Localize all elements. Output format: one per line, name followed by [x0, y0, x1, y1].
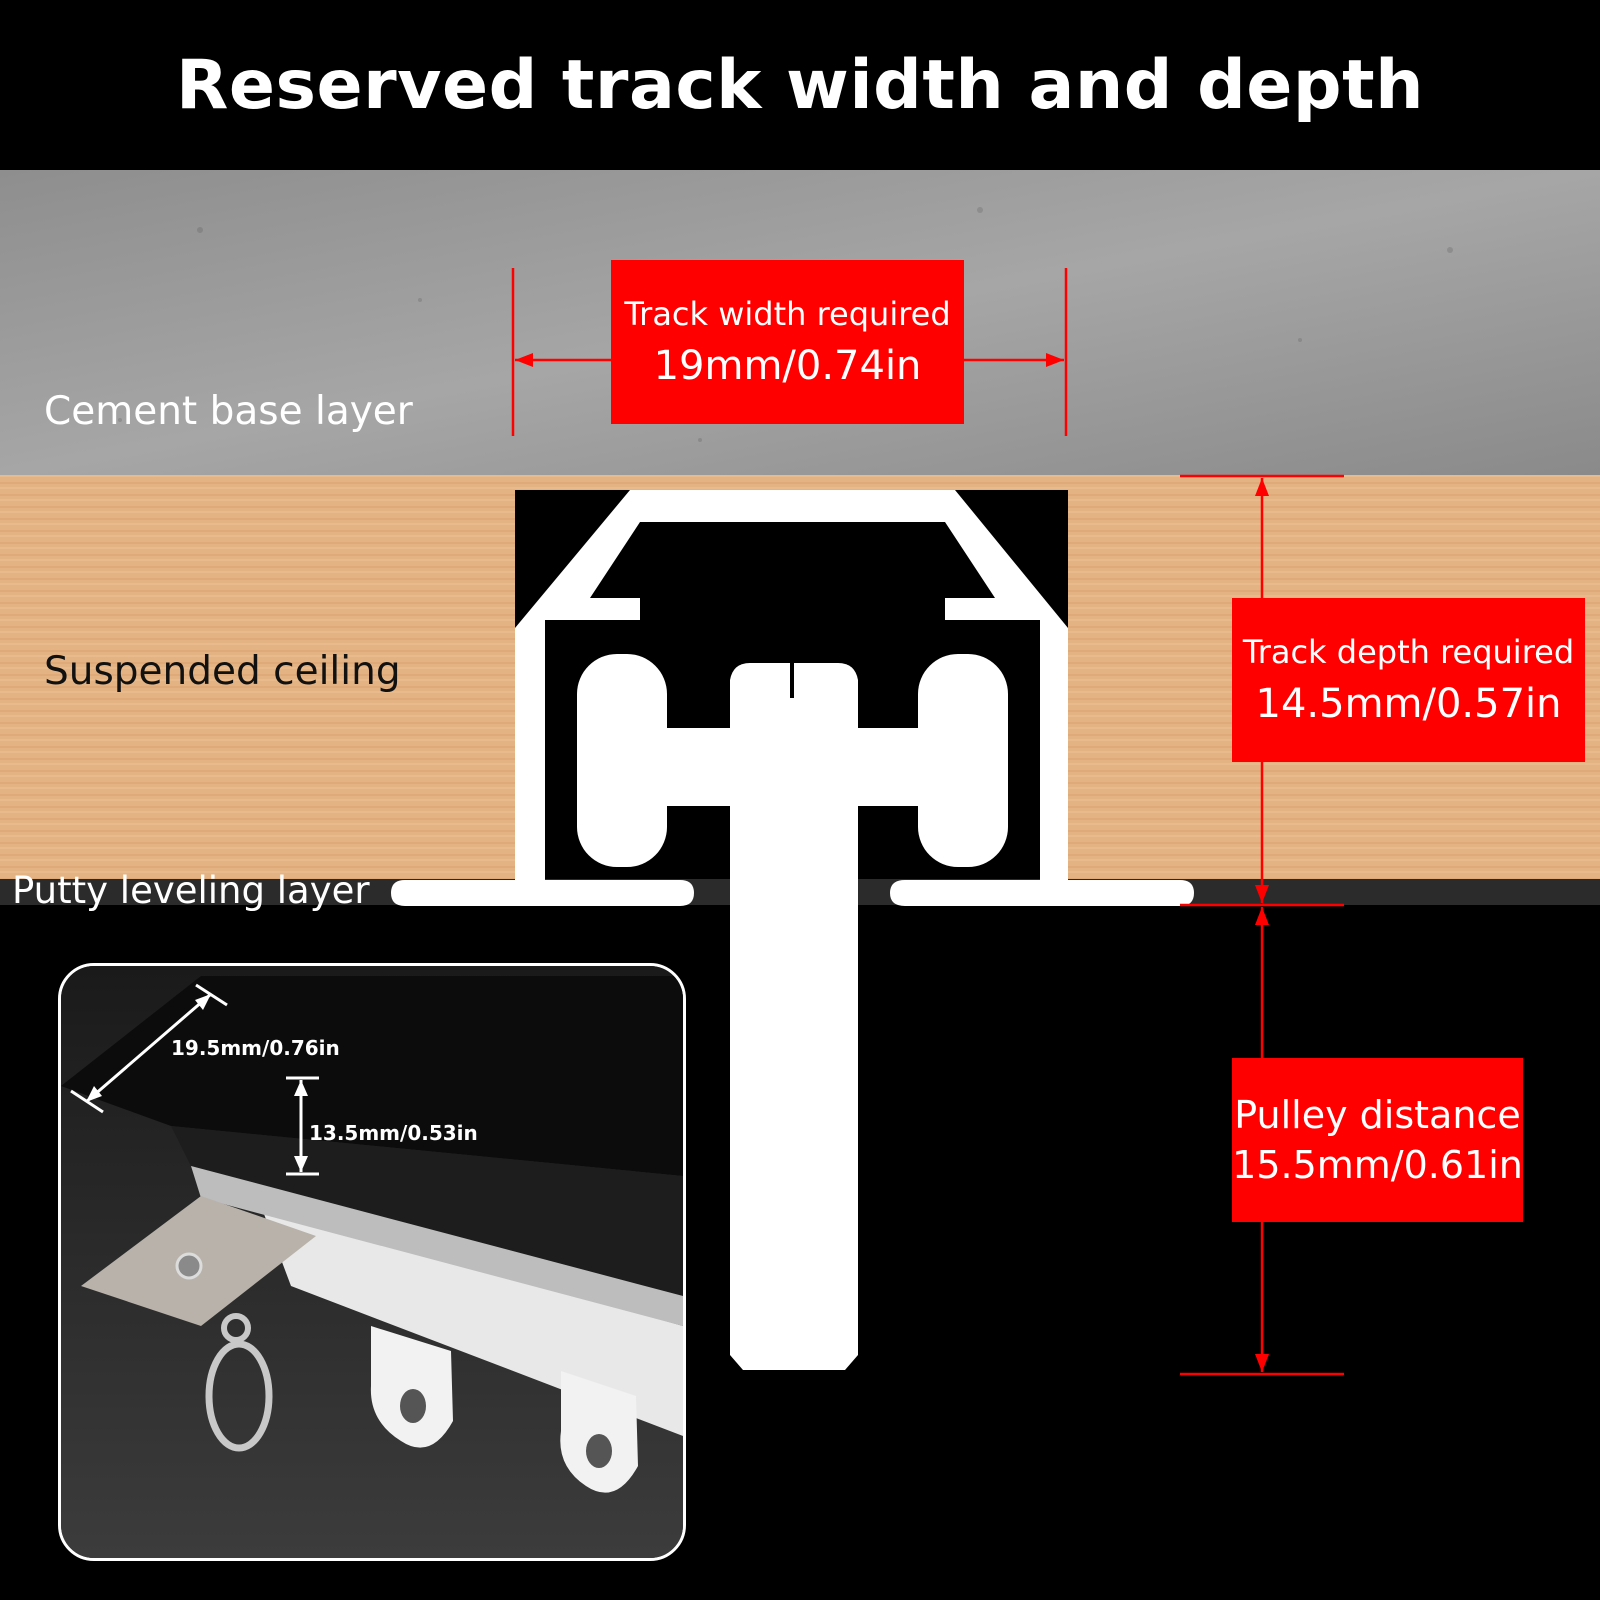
pulley-distance-callout: Pulley distance 15.5mm/0.61in	[1232, 1058, 1523, 1222]
track-depth-callout: Track depth required 14.5mm/0.57in	[1232, 598, 1585, 762]
inset-width-label: 19.5mm/0.76in	[171, 1036, 340, 1060]
inset-track-side	[171, 1126, 683, 1296]
cement-layer-label: Cement base layer	[44, 389, 413, 434]
track-profile	[391, 490, 1194, 906]
page-title: Reserved track width and depth	[176, 45, 1424, 125]
putty-layer-label: Putty leveling layer	[12, 869, 370, 912]
track-depth-value: 14.5mm/0.57in	[1255, 681, 1562, 727]
track-width-callout: Track width required 19mm/0.74in	[611, 260, 964, 424]
track-width-label: Track width required	[624, 295, 951, 333]
width-dimension	[511, 268, 1068, 436]
pulley-distance-value: 15.5mm/0.61in	[1232, 1143, 1523, 1187]
inset-height-label: 13.5mm/0.53in	[309, 1121, 478, 1145]
track-depth-label: Track depth required	[1242, 633, 1575, 671]
product-inset-photo: 19.5mm/0.76in 13.5mm/0.53in	[58, 963, 686, 1561]
hanger-stem	[730, 800, 858, 1370]
inset-height-dimension	[286, 1076, 319, 1176]
inset-track-illustration	[61, 966, 683, 1558]
right-wheel	[918, 654, 1008, 867]
inset-hook	[205, 1340, 273, 1452]
track-profile-body	[391, 490, 1194, 906]
inset-runner-2	[560, 1371, 638, 1493]
inset-width-dimension	[70, 983, 228, 1114]
pulley-distance-label: Pulley distance	[1234, 1093, 1521, 1137]
left-wheel	[577, 654, 667, 867]
pulley-hub	[730, 663, 858, 812]
inset-screw	[175, 1252, 203, 1280]
track-width-value: 19mm/0.74in	[653, 343, 922, 389]
inset-track-top	[61, 976, 683, 1176]
title-bar: Reserved track width and depth	[0, 0, 1600, 170]
ceiling-layer-label: Suspended ceiling	[44, 649, 401, 694]
inset-runner-1	[370, 1326, 453, 1448]
cement-texture	[118, 207, 1453, 442]
